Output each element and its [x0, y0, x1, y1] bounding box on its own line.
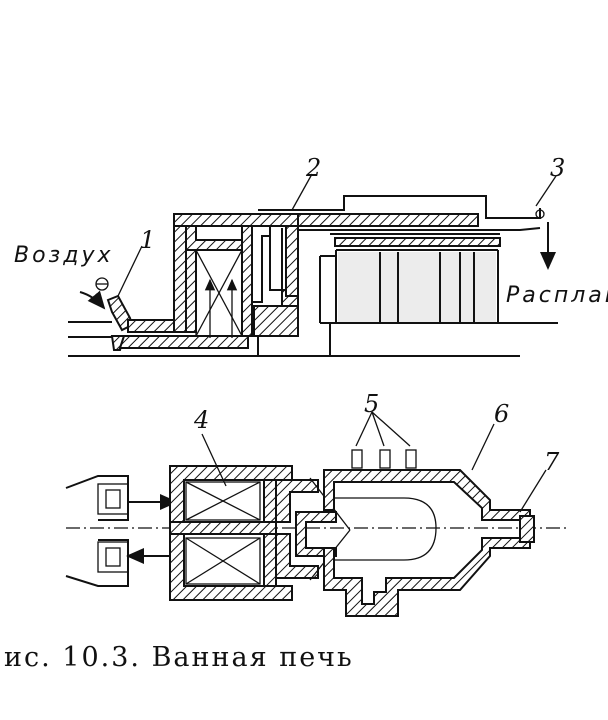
label-6: 6 — [494, 400, 509, 428]
label-5: 5 — [364, 390, 379, 418]
label-7: 7 — [544, 448, 560, 476]
air-label: Воздух — [14, 243, 114, 268]
side-section-view — [68, 195, 558, 357]
label-2: 2 — [305, 154, 321, 182]
label-4: 4 — [193, 406, 209, 434]
label-1: 1 — [140, 226, 155, 254]
label-3: 3 — [550, 154, 565, 182]
figure-caption: ис. 10.3. Ванная печь — [4, 642, 354, 673]
plan-view — [65, 449, 570, 617]
melt-label: Расплав — [506, 283, 608, 308]
